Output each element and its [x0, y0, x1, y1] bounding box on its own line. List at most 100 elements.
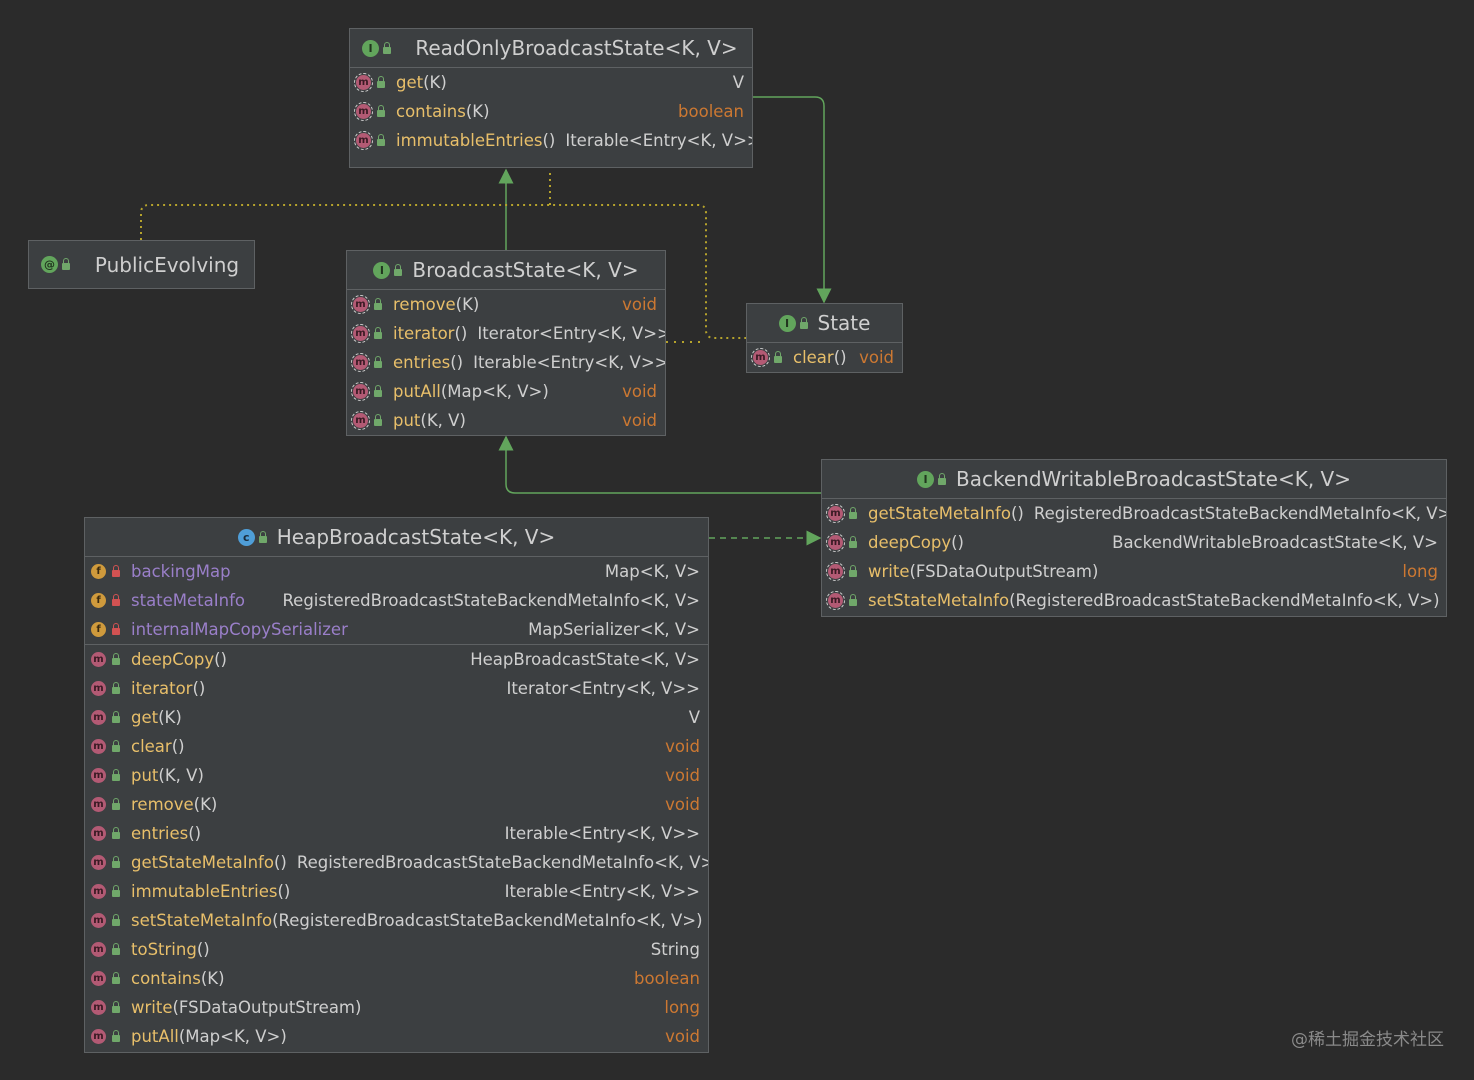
return-type: Iterable<Entry<K, V>> — [473, 353, 665, 372]
class-title: PublicEvolving — [94, 252, 240, 277]
method-params: (K) — [200, 969, 225, 988]
method-name: remove — [131, 795, 194, 814]
return-type: Iterable<Entry<K, V>> — [504, 882, 700, 901]
public-lock-icon — [62, 258, 70, 270]
method-name: contains — [396, 102, 466, 121]
public-lock-icon — [112, 682, 120, 694]
method-icon: m — [91, 768, 106, 783]
edge-annotation-public-evolving — [140, 204, 746, 339]
public-lock-icon — [849, 536, 857, 548]
public-lock-icon — [849, 594, 857, 606]
private-lock-icon — [112, 565, 120, 577]
method-name: immutableEntries — [396, 131, 543, 150]
method-params: (RegisteredBroadcastStateBackendMetaInfo… — [272, 911, 703, 930]
method-icon: m — [91, 913, 106, 928]
public-lock-icon — [112, 856, 120, 868]
return-type: RegisteredBroadcastStateBackendMetaInfo<… — [296, 853, 708, 872]
method-name: deepCopy — [868, 533, 952, 552]
method-icon: m — [751, 348, 770, 367]
class-icon: c — [237, 528, 255, 546]
method-params: () — [542, 131, 556, 150]
public-lock-icon — [112, 972, 120, 984]
method-icon: m — [351, 353, 370, 372]
return-type: BackendWritableBroadcastState<K, V> — [1112, 533, 1438, 552]
public-lock-icon — [112, 653, 120, 665]
return-type: RegisteredBroadcastStateBackendMetaInfo<… — [1033, 504, 1446, 523]
method-name: get — [396, 73, 424, 92]
return-type: Iterable<Entry<K, V>> — [565, 131, 752, 150]
method-params: () — [273, 853, 287, 872]
method-icon: m — [351, 382, 370, 401]
return-type: void — [622, 382, 657, 401]
public-lock-icon — [374, 298, 382, 310]
method-name: setStateMetaInfo — [131, 911, 273, 930]
return-type: void — [665, 795, 700, 814]
public-lock-icon — [383, 41, 391, 54]
public-lock-icon — [112, 769, 120, 781]
return-type: void — [622, 295, 657, 314]
method-icon: m — [91, 884, 106, 899]
method-name: iterator — [393, 324, 455, 343]
public-evolving-box[interactable]: @ PublicEvolving — [28, 240, 255, 289]
public-lock-icon — [849, 507, 857, 519]
return-type: long — [664, 998, 700, 1017]
return-type: Iterable<Entry<K, V>> — [504, 824, 700, 843]
method-row[interactable]: m remove(K) void — [85, 790, 708, 819]
method-name: toString — [131, 940, 197, 959]
interface-icon: I — [778, 314, 796, 332]
method-icon: m — [351, 324, 370, 343]
edge-readonly-extends-state — [753, 96, 832, 304]
return-type: long — [1402, 562, 1438, 581]
method-icon: m — [354, 102, 373, 121]
public-lock-icon — [938, 472, 946, 485]
public-lock-icon — [374, 414, 382, 426]
interface-icon: I — [362, 39, 379, 57]
return-type: V — [732, 73, 744, 92]
method-params: (K, V) — [158, 766, 204, 785]
method-params: () — [214, 650, 227, 669]
method-icon: m — [91, 797, 106, 812]
method-icon: m — [91, 1000, 106, 1015]
method-params: (K) — [465, 102, 490, 121]
method-name: write — [131, 998, 173, 1017]
interface-icon: I — [917, 470, 934, 488]
return-type: Iterator<Entry<K, V>> — [477, 324, 665, 343]
method-row[interactable]: m setStateMetaInfo(RegisteredBroadcastSta… — [85, 906, 708, 935]
method-name: entries — [393, 353, 451, 372]
method-params: (K) — [193, 795, 218, 814]
